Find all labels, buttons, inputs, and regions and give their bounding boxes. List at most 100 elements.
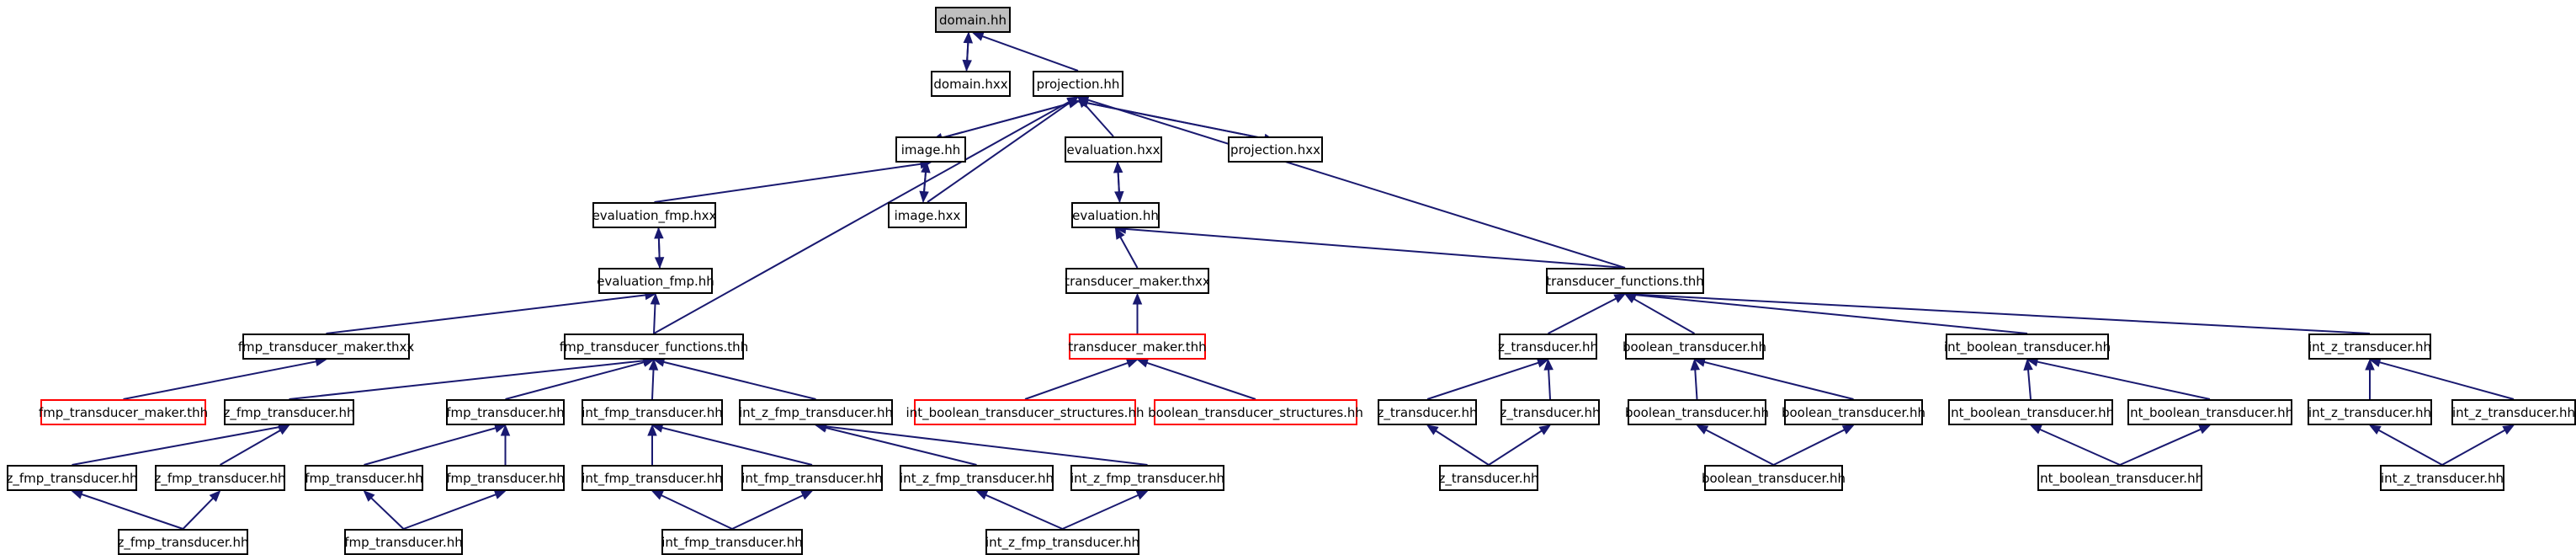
node-fmp-transducer-hh-2[interactable]: fmp_transducer.hh — [305, 465, 423, 491]
edge-arrowhead — [493, 489, 507, 499]
node-int-z-transducer-hh-2[interactable]: int_z_transducer.hh — [2308, 399, 2432, 425]
edge-line — [1548, 297, 1617, 334]
edge-arrowhead — [1841, 424, 1855, 435]
node-transducer-maker-thh[interactable]: transducer_maker.thh — [1068, 334, 1207, 360]
edge-line — [505, 361, 645, 400]
node-domain-hh: domain.hh — [935, 7, 1011, 33]
edge-arrowhead — [277, 424, 290, 435]
edge-line — [731, 494, 804, 530]
edge-line — [1087, 99, 1626, 269]
edge-arrowhead — [363, 490, 375, 502]
edge-line — [2379, 361, 2515, 400]
node-int-z-fmp-transducer-hh-1[interactable]: int_z_fmp_transducer.hh — [739, 399, 893, 425]
edge-line — [1062, 494, 1139, 530]
node-evaluation-fmp-hh[interactable]: evaluation_fmp.hh — [597, 268, 714, 294]
edge-line — [2441, 429, 2505, 466]
node-transducer-functions-thh[interactable]: transducer_functions.thh — [1546, 268, 1704, 294]
edge-line — [220, 430, 281, 466]
edge-arrowhead — [650, 292, 661, 305]
edge-line — [826, 425, 1148, 466]
node-fmp-transducer-hh-1[interactable]: fmp_transducer.hh — [446, 399, 565, 425]
edge-line — [1084, 104, 1114, 137]
node-z-transducer-hh-1[interactable]: z_transducer.hh — [1498, 334, 1598, 360]
node-z-fmp-transducer-hh-2[interactable]: z_fmp_transducer.hh — [7, 465, 137, 491]
edge-arrowhead — [1135, 490, 1149, 500]
edge-arrowhead — [209, 490, 221, 502]
node-int-z-transducer-hh-3[interactable]: int_z_transducer.hh — [2451, 399, 2576, 425]
edge-line — [1119, 237, 1139, 269]
node-projection-hxx[interactable]: projection.hxx — [1228, 136, 1323, 163]
node-fmp-transducer-maker-thh[interactable]: fmp_transducer_maker.thh — [39, 399, 208, 425]
node-z-transducer-hh-4[interactable]: z_transducer.hh — [1439, 465, 1539, 491]
edge-line — [657, 227, 661, 258]
node-int-fmp-transducer-hh-3[interactable]: int_fmp_transducer.hh — [741, 465, 883, 491]
edge-line — [1426, 361, 1539, 400]
edge-line — [1125, 227, 1626, 269]
node-int-boolean-transducer-structures-hh[interactable]: int_boolean_transducer_structures.hh — [906, 399, 1144, 425]
edge-arrowhead — [1114, 227, 1125, 240]
node-fmp-transducer-maker-thxx[interactable]: fmp_transducer_maker.thxx — [238, 334, 414, 360]
node-boolean-transducer-hh-2[interactable]: boolean_transducer.hh — [1625, 399, 1769, 425]
edge-arrowhead — [2023, 358, 2033, 371]
edge-line — [663, 360, 816, 400]
node-projection-hh[interactable]: projection.hh — [1033, 71, 1123, 97]
edge-line — [2119, 428, 2202, 466]
node-int-fmp-transducer-hh-2[interactable]: int_fmp_transducer.hh — [582, 465, 723, 491]
edge-line — [923, 162, 928, 192]
edge-line — [403, 494, 497, 530]
edge-line — [1116, 162, 1120, 192]
node-boolean-transducer-hh-4[interactable]: boolean_transducer.hh — [1702, 465, 1846, 491]
edge-line — [81, 493, 183, 530]
edge-line — [1548, 369, 1551, 400]
edge-arrowhead — [651, 490, 664, 500]
node-fmp-transducer-hh-3[interactable]: fmp_transducer.hh — [446, 465, 565, 491]
edge-line — [123, 360, 316, 400]
node-z-transducer-hh-3[interactable]: z_transducer.hh — [1500, 399, 1601, 425]
edge-arrowhead — [1613, 293, 1627, 303]
edge-arrowhead — [800, 490, 814, 500]
node-fmp-transducer-functions-thh[interactable]: fmp_transducer_functions.thh — [560, 334, 748, 360]
edge-arrowhead — [1132, 292, 1143, 305]
node-transducer-maker-thxx[interactable]: transducer_maker.thxx — [1065, 268, 1210, 294]
edge-arrowhead — [2365, 358, 2375, 371]
node-evaluation-hh[interactable]: evaluation.hh — [1071, 202, 1160, 228]
node-domain-hxx[interactable]: domain.hxx — [931, 71, 1011, 97]
node-int-boolean-transducer-hh-4[interactable]: int_boolean_transducer.hh — [2037, 465, 2203, 491]
node-image-hxx[interactable]: image.hxx — [888, 202, 967, 228]
node-int-z-fmp-transducer-hh-3[interactable]: int_z_fmp_transducer.hh — [1070, 465, 1224, 491]
node-evaluation-fmp-hxx[interactable]: evaluation_fmp.hxx — [592, 202, 716, 228]
edge-line — [2039, 428, 2121, 466]
edge-line — [651, 369, 655, 400]
node-z-fmp-transducer-hh-4[interactable]: z_fmp_transducer.hh — [118, 529, 248, 555]
edge-arrowhead — [1114, 190, 1124, 204]
node-boolean-transducer-structures-hh[interactable]: boolean_transducer_structures.hh — [1148, 399, 1363, 425]
node-int-z-fmp-transducer-hh-2[interactable]: int_z_fmp_transducer.hh — [900, 465, 1054, 491]
node-int-boolean-transducer-hh-3[interactable]: int_boolean_transducer.hh — [2127, 399, 2293, 425]
node-int-boolean-transducer-hh-2[interactable]: int_boolean_transducer.hh — [1947, 399, 2114, 425]
edge-arrowhead — [1066, 96, 1080, 107]
edge-line — [985, 494, 1063, 530]
node-image-hh[interactable]: image.hh — [895, 136, 966, 163]
node-z-fmp-transducer-hh-3[interactable]: z_fmp_transducer.hh — [155, 465, 285, 491]
node-int-fmp-transducer-hh-1[interactable]: int_fmp_transducer.hh — [582, 399, 723, 425]
edge-arrowhead — [971, 31, 985, 41]
edge-arrowhead — [500, 424, 511, 436]
node-int-boolean-transducer-hh-1[interactable]: int_boolean_transducer.hh — [1944, 334, 2111, 360]
edge-line — [1703, 360, 1854, 400]
node-int-z-fmp-transducer-hh-4[interactable]: int_z_fmp_transducer.hh — [985, 529, 1139, 555]
edge-arrowhead — [2368, 424, 2382, 435]
edge-line — [326, 294, 646, 334]
edge-line — [825, 426, 977, 466]
node-z-transducer-hh-2[interactable]: z_transducer.hh — [1378, 399, 1478, 425]
node-int-fmp-transducer-hh-4[interactable]: int_fmp_transducer.hh — [661, 529, 803, 555]
node-int-z-transducer-hh-1[interactable]: int_z_transducer.hh — [2308, 334, 2431, 360]
edge-arrowhead — [654, 257, 665, 269]
node-z-fmp-transducer-hh-1[interactable]: z_fmp_transducer.hh — [224, 399, 354, 425]
node-boolean-transducer-hh-3[interactable]: boolean_transducer.hh — [1782, 399, 1925, 425]
node-fmp-transducer-hh-4[interactable]: fmp_transducer.hh — [344, 529, 463, 555]
node-boolean-transducer-hh-1[interactable]: boolean_transducer.hh — [1623, 334, 1766, 360]
node-int-z-transducer-hh-4[interactable]: int_z_transducer.hh — [2380, 465, 2504, 491]
node-evaluation-hxx[interactable]: evaluation.hxx — [1065, 136, 1162, 163]
edge-arrowhead — [647, 424, 657, 436]
